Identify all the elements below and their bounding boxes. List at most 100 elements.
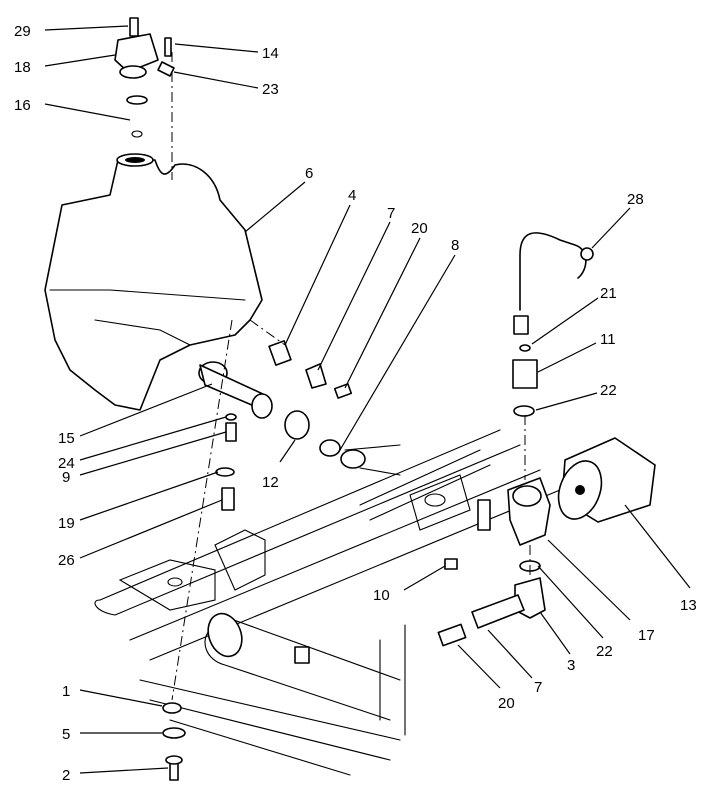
callout-12: 12 — [262, 474, 279, 491]
clamp-19 — [215, 467, 235, 477]
leader-15 — [79, 383, 213, 437]
hose-8-body — [344, 444, 401, 476]
callout-26: 26 — [58, 552, 75, 569]
suction-strainer-nut — [251, 393, 273, 419]
filter-head-port — [512, 485, 542, 507]
fitting-9 — [225, 422, 237, 442]
mount-plate-hole — [424, 493, 446, 507]
callout-3: 3 — [567, 657, 575, 674]
frame-rail-lower — [139, 679, 401, 776]
leader-21 — [531, 297, 599, 345]
bolt-2-head — [165, 755, 183, 765]
callout-15: 15 — [58, 430, 75, 447]
tank-lower-edge — [94, 319, 191, 346]
leader-7-lower — [487, 629, 533, 679]
leader-19 — [79, 471, 219, 521]
leader-1 — [79, 689, 163, 707]
leader-20-lower — [457, 644, 501, 689]
oring-21 — [519, 344, 531, 352]
callout-6: 6 — [305, 165, 313, 182]
suction-fittings — [268, 340, 401, 476]
callout-20: 20 — [411, 220, 428, 237]
leader-10 — [403, 565, 446, 591]
frame-side-plate — [379, 624, 406, 736]
callout-10: 10 — [373, 587, 390, 604]
cross-tube — [204, 614, 401, 721]
leader-11 — [537, 342, 597, 373]
hose-clamp-8 — [319, 439, 341, 457]
callout-17: 17 — [638, 627, 655, 644]
washer-5 — [162, 727, 186, 739]
center-lines — [171, 52, 531, 701]
frame-hole — [167, 577, 183, 587]
leader-14 — [174, 43, 259, 53]
leader-22-top — [535, 392, 598, 411]
tank-body — [44, 159, 263, 411]
callout-13: 13 — [680, 597, 697, 614]
callout-22: 22 — [600, 382, 617, 399]
leader-20 — [344, 237, 421, 389]
tank-assembly — [44, 153, 273, 419]
leader-lines — [44, 25, 691, 774]
oring-22-top — [513, 405, 535, 417]
leader-4 — [284, 204, 351, 346]
leader-2 — [79, 767, 169, 774]
tank-seam — [49, 289, 246, 301]
cross-tube-end — [207, 612, 243, 658]
clip-23 — [157, 61, 175, 77]
leader-13 — [624, 504, 691, 589]
filler-cap-18 — [114, 33, 159, 73]
nut-tube — [513, 315, 529, 335]
oil-filter-center — [575, 485, 585, 495]
bolt-10 — [444, 558, 458, 570]
leader-8 — [339, 254, 456, 451]
washer-16 — [126, 95, 148, 105]
fitting-11 — [512, 359, 538, 389]
leader-7 — [317, 221, 391, 371]
gasket-16 — [131, 130, 143, 138]
drain-hardware — [162, 413, 237, 781]
callout-8: 8 — [451, 237, 459, 254]
leader-22-bottom — [537, 565, 604, 639]
callout-9: 9 — [62, 469, 70, 486]
fitting-4 — [268, 340, 292, 366]
callout-labels: 29 18 16 14 23 6 4 7 20 8 28 21 11 22 15… — [14, 23, 697, 784]
tank-filler-opening — [125, 157, 145, 163]
oring-24 — [225, 413, 237, 421]
hose-20-lower — [437, 623, 467, 647]
leader-23 — [173, 71, 259, 89]
leader-9 — [79, 431, 227, 476]
leader-6 — [244, 181, 306, 233]
fitting-7 — [305, 363, 327, 389]
tube-fitting — [294, 646, 310, 664]
callout-28: 28 — [627, 191, 644, 208]
callout-19: 19 — [58, 515, 75, 532]
callout-2: 2 — [62, 767, 70, 784]
callout-7: 7 — [387, 205, 395, 222]
centerline-drain — [171, 319, 233, 701]
tube-28 — [519, 232, 587, 311]
frame-rail-upper — [94, 429, 521, 616]
filler-cap-base — [119, 65, 147, 79]
screw-14 — [164, 37, 172, 57]
mount-stud — [477, 499, 491, 531]
spacer-26 — [221, 487, 235, 511]
cap-assembly — [114, 17, 175, 138]
leader-12 — [279, 439, 296, 463]
nut-1 — [162, 702, 182, 714]
leader-3 — [539, 611, 571, 655]
centerline-fitting — [249, 319, 286, 346]
leader-24 — [79, 416, 227, 461]
filter-assembly — [437, 232, 656, 647]
leader-16 — [44, 103, 131, 121]
filter-mount-plate — [359, 449, 491, 531]
tube-28-end — [580, 247, 594, 261]
frame-bracket-mount — [214, 529, 266, 591]
callout-14: 14 — [262, 45, 279, 62]
screw-29 — [129, 17, 139, 37]
callout-16: 16 — [14, 97, 31, 114]
frame-bracket-left — [118, 559, 216, 611]
callout-20-lower: 20 — [498, 695, 515, 712]
callout-23: 23 — [262, 81, 279, 98]
